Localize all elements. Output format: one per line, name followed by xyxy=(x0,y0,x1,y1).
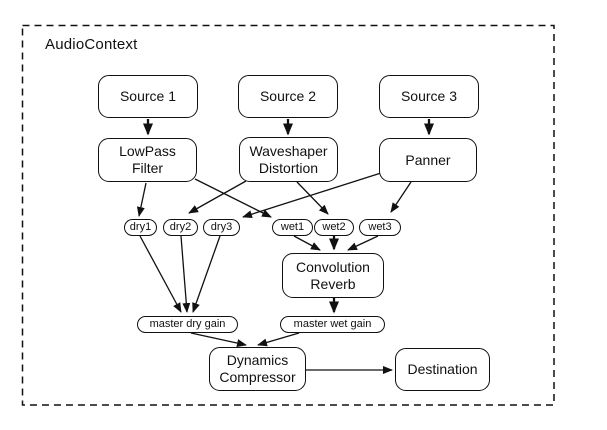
node-source3: Source 3 xyxy=(379,75,479,118)
node-waveshaper-distortion: Waveshaper Distortion xyxy=(239,137,338,182)
node-destination: Destination xyxy=(395,348,490,391)
node-source2: Source 2 xyxy=(238,75,338,118)
gain-master-wet: master wet gain xyxy=(280,316,385,333)
node-lowpass-filter-label-line2: Filter xyxy=(131,160,164,176)
gain-dry2: dry2 xyxy=(163,219,198,236)
gain-master-wet-label: master wet gain xyxy=(293,318,372,330)
node-destination-label: Destination xyxy=(407,361,478,377)
audiocontext-label: AudioContext xyxy=(45,36,138,53)
gain-wet3: wet3 xyxy=(359,219,401,236)
gain-master-dry: master dry gain xyxy=(137,316,238,333)
node-panner: Panner xyxy=(379,138,477,182)
node-dynamics-compressor-label-line1: Dynamics xyxy=(226,352,289,368)
gain-master-dry-label: master dry gain xyxy=(149,318,226,330)
edge-dry3-to-master-dry xyxy=(192,235,221,313)
edge-panner-to-dry3 xyxy=(242,172,382,219)
edge-wet3-to-reverb xyxy=(347,235,379,251)
node-waveshaper-distortion-label-line2: Distortion xyxy=(258,159,319,176)
node-dynamics-compressor: Dynamics Compressor xyxy=(209,347,306,391)
edge-master-wet-to-compressor xyxy=(257,332,300,347)
edge-waveshaper-to-dry2 xyxy=(188,180,247,214)
gain-dry3-label: dry3 xyxy=(210,221,233,233)
node-lowpass-filter: LowPass Filter xyxy=(98,138,197,182)
edge-master-dry-to-compressor xyxy=(190,332,247,347)
node-convolution-reverb-label-line2: Reverb xyxy=(310,275,356,292)
edge-dry1-to-master-dry xyxy=(139,235,182,313)
node-source3-label: Source 3 xyxy=(400,88,458,104)
edge-waveshaper-to-wet2 xyxy=(296,181,329,215)
edge-panner-to-wet3 xyxy=(390,181,412,213)
node-panner-label: Panner xyxy=(405,151,451,168)
edge-dry2-to-master-dry xyxy=(180,235,191,313)
audiocontext-frame xyxy=(21,24,555,406)
node-waveshaper-distortion-label-line1: Waveshaper xyxy=(249,142,328,159)
gain-dry3: dry3 xyxy=(203,219,240,236)
gain-wet2: wet2 xyxy=(314,219,354,236)
gain-dry1-label: dry1 xyxy=(129,221,152,233)
node-source2-label: Source 2 xyxy=(259,88,317,104)
node-dynamics-compressor-label-line2: Compressor xyxy=(219,369,296,385)
node-source1: Source 1 xyxy=(98,75,198,118)
edge-lowpass-to-dry1 xyxy=(136,182,147,217)
gain-wet2-label: wet2 xyxy=(322,221,346,233)
gain-dry1: dry1 xyxy=(124,219,157,236)
gain-dry2-label: dry2 xyxy=(169,221,192,233)
gain-wet1-label: wet1 xyxy=(280,221,305,233)
gain-wet1: wet1 xyxy=(272,219,313,236)
node-convolution-reverb-label-line1: Convolution xyxy=(296,258,370,275)
node-convolution-reverb: Convolution Reverb xyxy=(282,253,384,298)
node-source1-label: Source 1 xyxy=(119,88,177,104)
edge-lowpass-to-wet1 xyxy=(194,178,272,218)
edge-wet1-to-reverb xyxy=(293,235,321,251)
node-lowpass-filter-label-line1: LowPass xyxy=(119,143,176,159)
gain-wet3-label: wet3 xyxy=(368,221,392,233)
